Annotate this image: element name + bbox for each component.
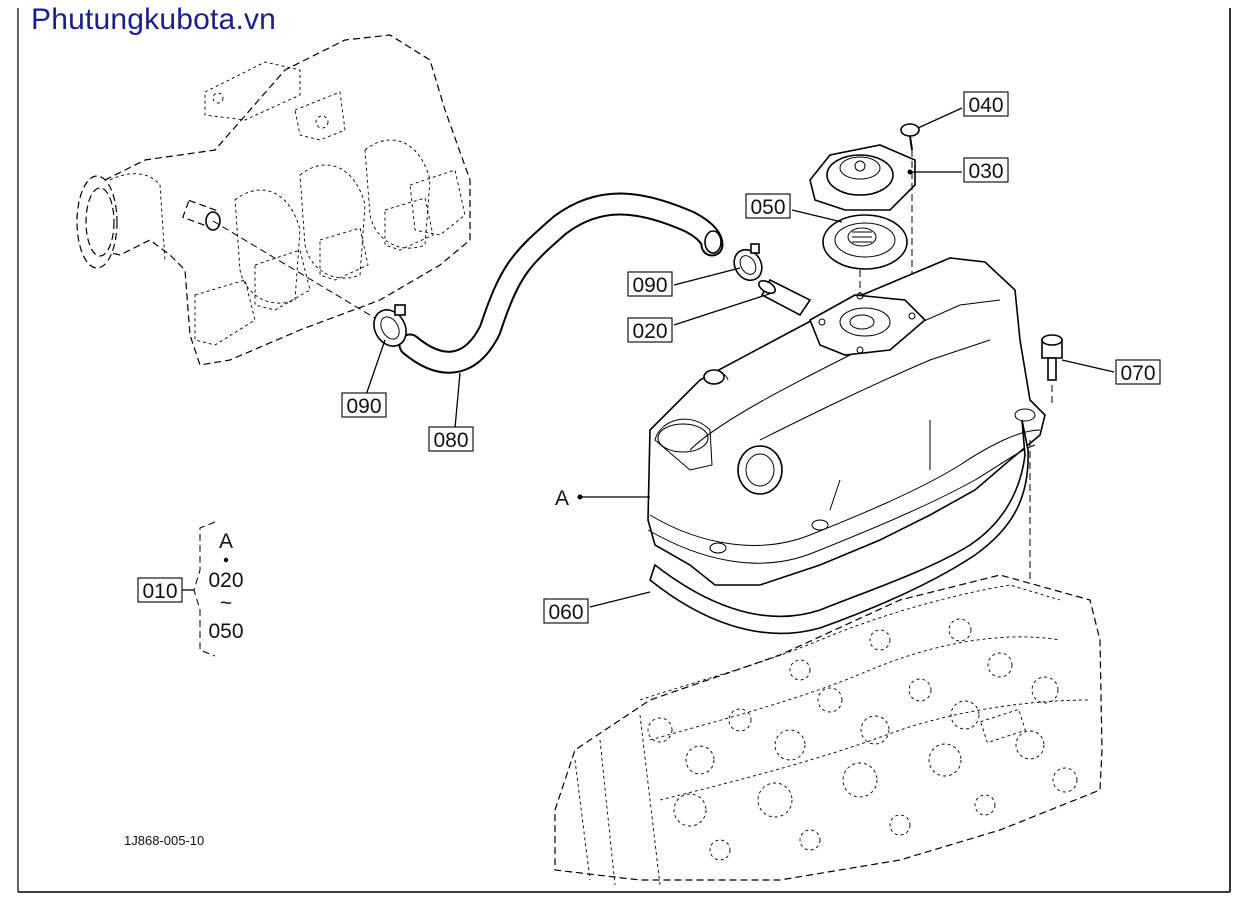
cylinder-head-cover [647,257,1046,586]
svg-text:060: 060 [548,601,583,624]
callout-010: 010 [137,577,183,603]
callout-090-lower: 090 [341,392,387,418]
callout-030: 030 [963,157,1009,183]
leader-lines [365,107,1115,608]
svg-text:050: 050 [208,620,243,643]
svg-text:020: 020 [208,569,243,592]
drawing-code: 1J868-005-10 [124,833,204,848]
svg-text:~: ~ [220,592,232,615]
callout-060: 060 [543,598,589,624]
cylinder-head [554,574,1103,886]
group-bracket: A 020 ~ 050 [182,521,244,657]
svg-text:090: 090 [346,395,381,418]
svg-text:070: 070 [1120,362,1155,385]
gasket-060 [649,419,1029,635]
svg-text:A: A [219,530,233,553]
hose-080 [398,192,724,374]
callout-020: 020 [627,317,673,343]
svg-text:020: 020 [632,320,667,343]
callout-070: 070 [1115,359,1161,385]
intake-manifold [76,34,471,366]
hose-clamp-090-upper [733,243,763,282]
pipe-020 [758,278,812,317]
diaphragm-050 [822,214,908,270]
svg-text:090: 090 [632,274,667,297]
svg-text:050: 050 [750,196,785,219]
marker-a: A [555,487,569,510]
brand-watermark: Phutungkubota.vn [31,3,277,36]
svg-text:040: 040 [968,94,1003,117]
svg-text:080: 080 [433,429,468,452]
callout-090-upper: 090 [627,271,673,297]
svg-text:010: 010 [142,580,177,603]
callout-050: 050 [745,193,791,219]
callout-040: 040 [963,91,1009,117]
bolt-070 [1041,334,1063,381]
svg-text:030: 030 [968,160,1003,183]
assembly-line-manifold [212,220,376,319]
callout-080: 080 [428,426,474,452]
breather-cover-030 [809,144,916,211]
hose-clamp-090-lower [373,304,407,347]
screw-040 [900,123,920,151]
